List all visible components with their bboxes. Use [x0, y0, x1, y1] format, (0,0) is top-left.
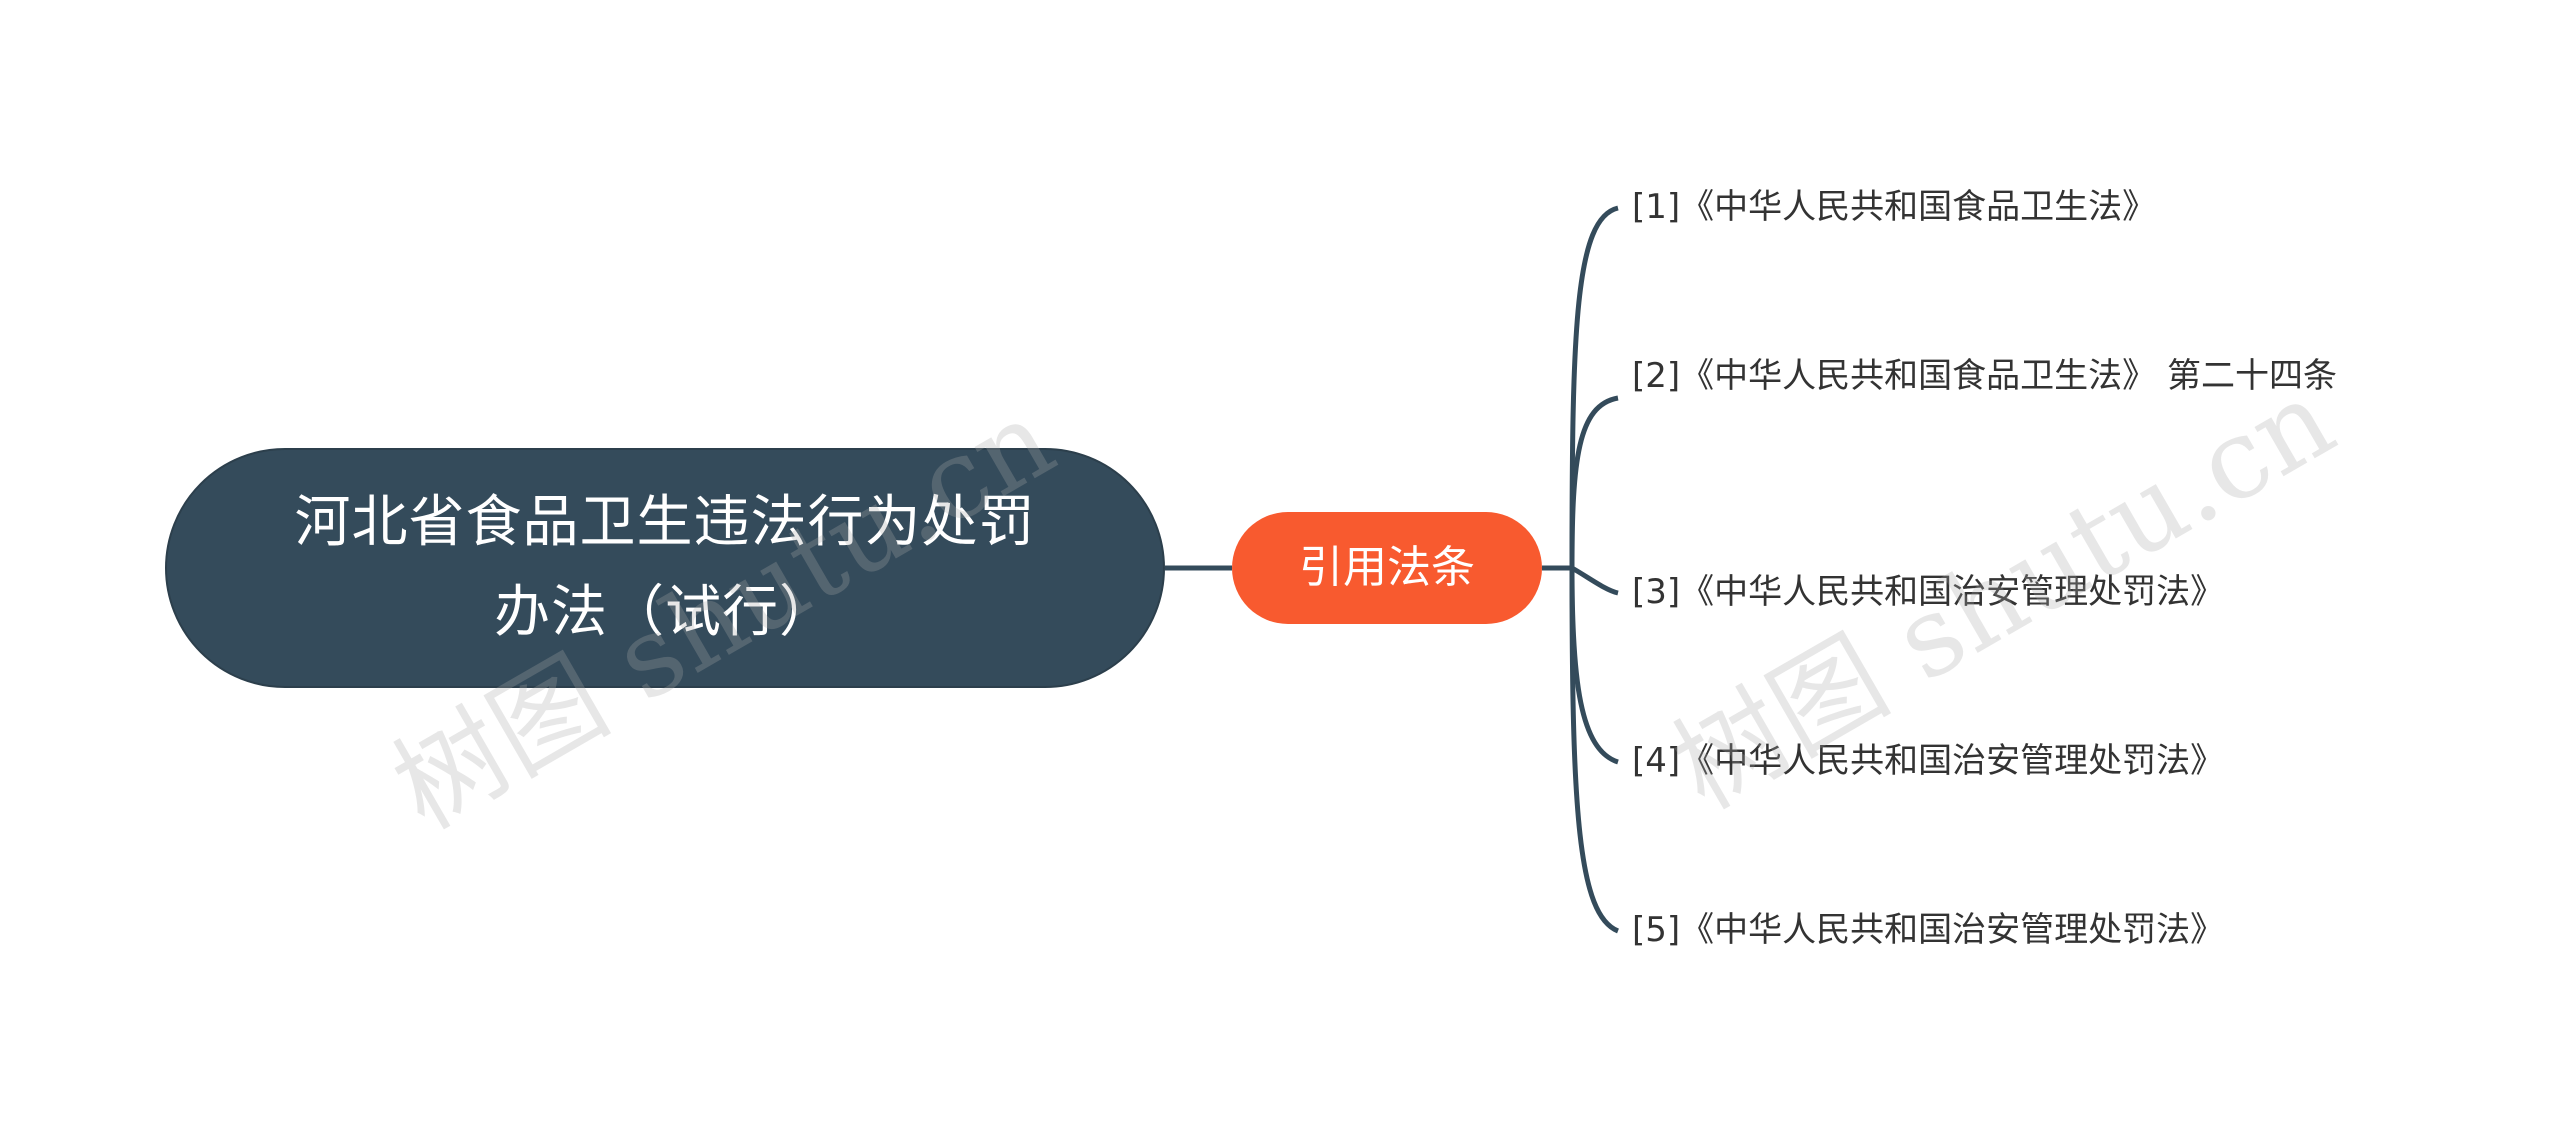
leaf-connector-2 [1569, 395, 1619, 569]
root-topic-text: 河北省食品卫生违法行为处罚办法（试行） [294, 490, 1036, 645]
root-topic-node[interactable]: 河北省食品卫生违法行为处罚办法（试行） [165, 448, 1165, 688]
leaf-topic-1[interactable]: [1]《中华人民共和国食品卫生法》 [1632, 187, 2157, 227]
leaf-topic-4[interactable]: [4]《中华人民共和国治安管理处罚法》 [1632, 741, 2225, 781]
leaf-topic-2[interactable]: [2]《中华人民共和国食品卫生法》 第二十四条 [1632, 356, 2337, 396]
leaf-connector-4 [1569, 567, 1619, 765]
branch-topic-text: 引用法条 [1299, 542, 1475, 593]
leaf-topic-3[interactable]: [3]《中华人民共和国治安管理处罚法》 [1632, 572, 2225, 612]
leaf-connector-3 [1570, 565, 1619, 596]
leaf-connector-5 [1569, 567, 1620, 934]
leaf-topic-5[interactable]: [5]《中华人民共和国治安管理处罚法》 [1632, 910, 2225, 950]
leaf-connector-1 [1569, 205, 1619, 569]
branch-topic-node[interactable]: 引用法条 [1232, 512, 1542, 624]
